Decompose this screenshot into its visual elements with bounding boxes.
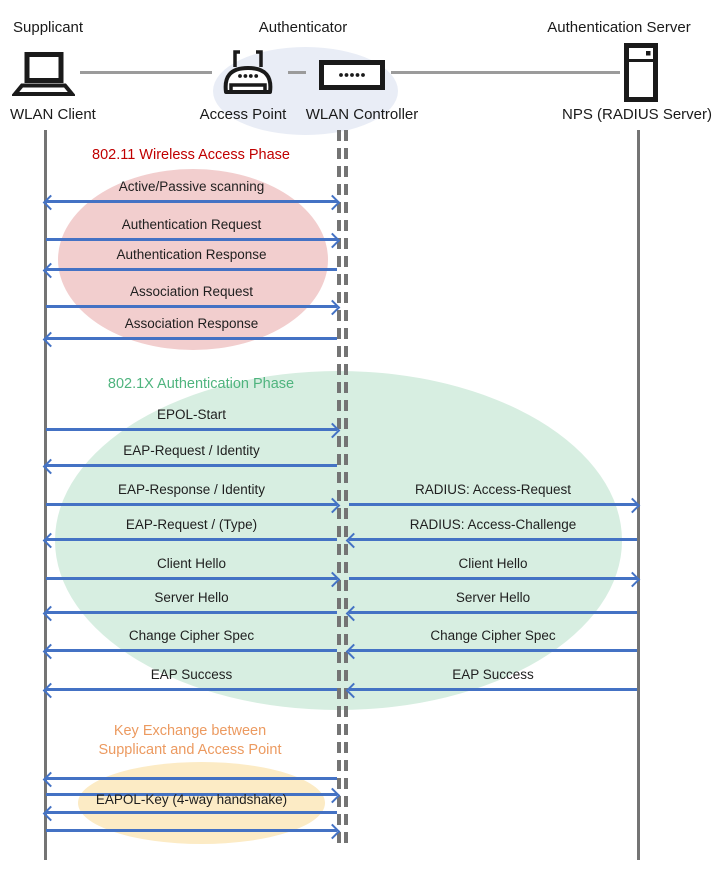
message-label: Association Response <box>124 316 259 331</box>
message-label: EPOL-Start <box>156 407 227 422</box>
arrow-right <box>349 571 641 587</box>
message-label: RADIUS: Access-Request <box>414 482 572 497</box>
arrow-bidirectional <box>42 194 341 210</box>
message-label: Server Hello <box>154 590 229 605</box>
message-label: EAP Success <box>452 667 534 682</box>
arrow-right <box>46 823 341 839</box>
role-supplicant: Supplicant <box>13 19 84 36</box>
arrow-left <box>345 532 637 548</box>
arrow-left <box>42 643 337 659</box>
arrow-right <box>46 299 341 315</box>
message-label: EAP-Request / Identity <box>123 443 260 458</box>
arrow-right <box>46 422 341 438</box>
phase3-title-line1: Key Exchange between <box>113 723 267 739</box>
connector-client-ap <box>80 71 212 74</box>
arrow-right <box>46 232 341 248</box>
laptop-icon <box>12 52 75 98</box>
phase3-title-line2: Supplicant and Access Point <box>98 742 282 758</box>
arrow-left <box>345 682 637 698</box>
message-label: Change Cipher Spec <box>128 628 255 643</box>
role-authentication-server: Authentication Server <box>547 19 691 36</box>
wlan-controller-icon <box>319 60 385 90</box>
role-authenticator: Authenticator <box>258 19 348 36</box>
message-label: EAP-Response / Identity <box>117 482 266 497</box>
arrow-left <box>345 605 637 621</box>
phase3-title: Key Exchange between Supplicant and Acce… <box>60 722 320 760</box>
connector-ap-controller <box>288 71 306 74</box>
phase1-title: 802.11 Wireless Access Phase <box>92 147 290 163</box>
phase1-ellipse <box>58 169 328 350</box>
arrow-left <box>42 605 337 621</box>
device-label-wlan-client: WLAN Client <box>10 106 96 123</box>
arrow-right <box>46 497 341 513</box>
arrow-left <box>42 331 337 347</box>
device-label-wlan-controller: WLAN Controller <box>305 106 419 123</box>
device-label-access-point: Access Point <box>199 106 287 123</box>
message-label: RADIUS: Access-Challenge <box>409 517 577 532</box>
message-label: Authentication Request <box>121 217 262 232</box>
phase2-title: 802.1X Authentication Phase <box>107 376 295 392</box>
message-label: Server Hello <box>455 590 531 605</box>
message-label: Client Hello <box>458 556 528 571</box>
arrow-left <box>345 643 637 659</box>
connector-controller-server <box>391 71 620 74</box>
message-label: Authentication Response <box>116 247 267 262</box>
message-label: EAP Success <box>150 667 233 682</box>
lifeline-nps <box>637 130 640 860</box>
arrow-left <box>42 682 337 698</box>
lifeline-wlan-controller-left <box>337 130 341 850</box>
arrow-right <box>46 787 341 803</box>
device-label-nps: NPS (RADIUS Server) <box>561 106 713 123</box>
message-label: Association Request <box>129 284 254 299</box>
arrow-left <box>42 458 337 474</box>
message-label: Active/Passive scanning <box>118 179 265 194</box>
arrow-right <box>46 571 341 587</box>
arrow-right <box>349 497 641 513</box>
arrow-left <box>42 532 337 548</box>
message-label: Change Cipher Spec <box>430 628 556 643</box>
access-point-icon <box>218 47 278 97</box>
lifeline-wlan-controller-right <box>344 130 348 850</box>
message-label-eapol-key: EAPOL-Key (4-way handshake) <box>95 792 288 807</box>
lifeline-wlan-client <box>44 130 47 860</box>
arrow-left <box>42 805 337 821</box>
server-icon <box>624 43 658 102</box>
message-label: EAP-Request / (Type) <box>125 517 258 532</box>
arrow-left <box>42 771 337 787</box>
message-label: Client Hello <box>156 556 227 571</box>
arrow-left <box>42 262 337 278</box>
